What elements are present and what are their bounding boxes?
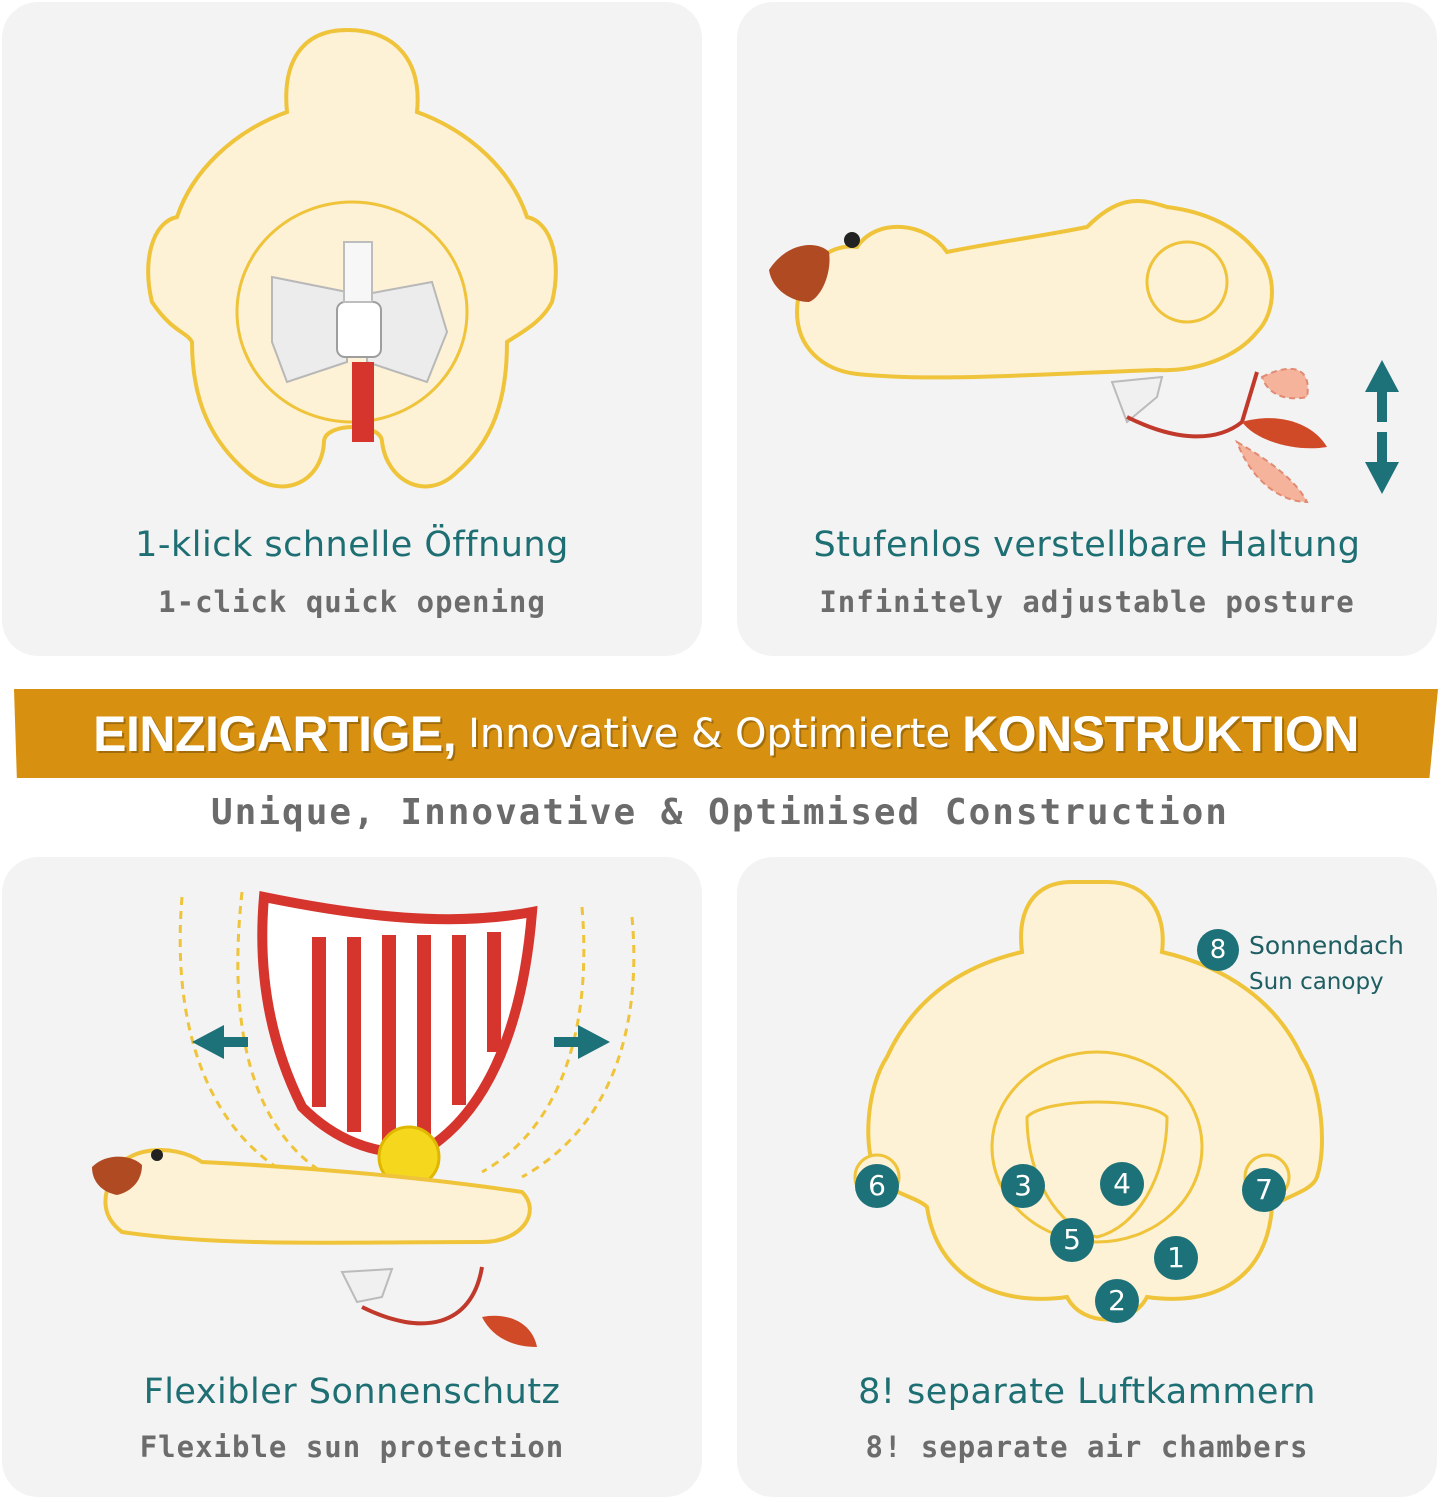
float-body	[103, 1148, 532, 1245]
caption-de: 1-klick schnelle Öffnung	[135, 525, 569, 565]
harness-strap	[343, 241, 373, 303]
arrow-up-down-icon	[1365, 360, 1399, 494]
canopy-stripes	[312, 932, 501, 1145]
adjust-strap	[361, 1266, 484, 1326]
foot-ghost-up	[1260, 367, 1309, 400]
float-body	[794, 199, 1274, 380]
sun-canopy-illustration	[92, 890, 636, 1347]
banner-part-1: EINZIGARTIGE,	[93, 705, 457, 762]
card-sun-protection: Flexibler Sonnenschutz Flexible sun prot…	[2, 857, 702, 1497]
float-side-view-illustration	[769, 199, 1399, 504]
harness-right-wing	[366, 280, 449, 384]
chamber-7: 7	[1242, 1168, 1286, 1212]
canopy-ghost-outlines	[178, 891, 636, 1179]
chamber-6: 6	[855, 1164, 899, 1208]
headline-banner: EINZIGARTIGE, Innovative & Optimierte KO…	[14, 689, 1438, 778]
harness-left-wing	[271, 275, 348, 384]
foot-ghost-down	[1235, 439, 1309, 504]
banner-part-2: Innovative & Optimierte	[468, 710, 951, 757]
duck-foot	[482, 1315, 537, 1347]
adjust-strap	[1126, 371, 1259, 439]
red-strap	[352, 362, 374, 442]
air-chamber-diagram	[853, 880, 1324, 1322]
card-quick-opening: 1-klick schnelle Öffnung 1-click quick o…	[2, 2, 702, 656]
harness-buckle-icon	[336, 301, 382, 358]
chamber-5: 5	[1050, 1218, 1094, 1262]
chamber-2: 2	[1095, 1279, 1139, 1323]
support-leg	[1110, 375, 1164, 424]
legend-number: 8	[1197, 929, 1239, 971]
support-leg	[340, 1267, 394, 1304]
arrow-left-icon	[192, 1025, 248, 1059]
headline-subtitle: Unique, Innovative & Optimised Construct…	[211, 792, 1229, 833]
chamber-3: 3	[1001, 1164, 1045, 1208]
foot-solid	[1242, 418, 1327, 449]
banner-part-3: KONSTRUKTION	[962, 705, 1359, 762]
caption-de: Flexibler Sonnenschutz	[143, 1372, 561, 1412]
legend-label-en: Sun canopy	[1249, 969, 1384, 995]
banner-text: EINZIGARTIGE, Innovative & Optimierte KO…	[14, 689, 1438, 778]
legend-label-de: Sonnendach	[1249, 931, 1404, 960]
seat-ring	[990, 1050, 1204, 1244]
side-bulge	[1145, 240, 1229, 324]
caption-en: 8! separate air chambers	[865, 1430, 1309, 1464]
float-top-view-illustration	[146, 27, 558, 489]
inner-seat	[1025, 1100, 1169, 1239]
card-adjustable-posture: Stufenlos verstellbare Haltung Infinitel…	[737, 2, 1437, 656]
card-air-chambers: 8 Sonnendach Sun canopy 1 2 3 4 5 6 7 8!…	[737, 857, 1437, 1497]
caption-de: Stufenlos verstellbare Haltung	[813, 525, 1361, 565]
chamber-1: 1	[1154, 1236, 1198, 1280]
caption-en: Flexible sun protection	[139, 1430, 565, 1464]
chamber-4: 4	[1100, 1162, 1144, 1206]
duck-eye	[151, 1149, 163, 1161]
arrow-right-icon	[554, 1025, 610, 1059]
duck-beak-icon	[769, 245, 830, 302]
caption-en: 1-click quick opening	[158, 585, 546, 619]
duck-eye	[844, 232, 860, 248]
duck-beak-icon	[92, 1156, 142, 1195]
caption-de: 8! separate Luftkammern	[858, 1372, 1316, 1412]
caption-en: Infinitely adjustable posture	[819, 585, 1355, 619]
